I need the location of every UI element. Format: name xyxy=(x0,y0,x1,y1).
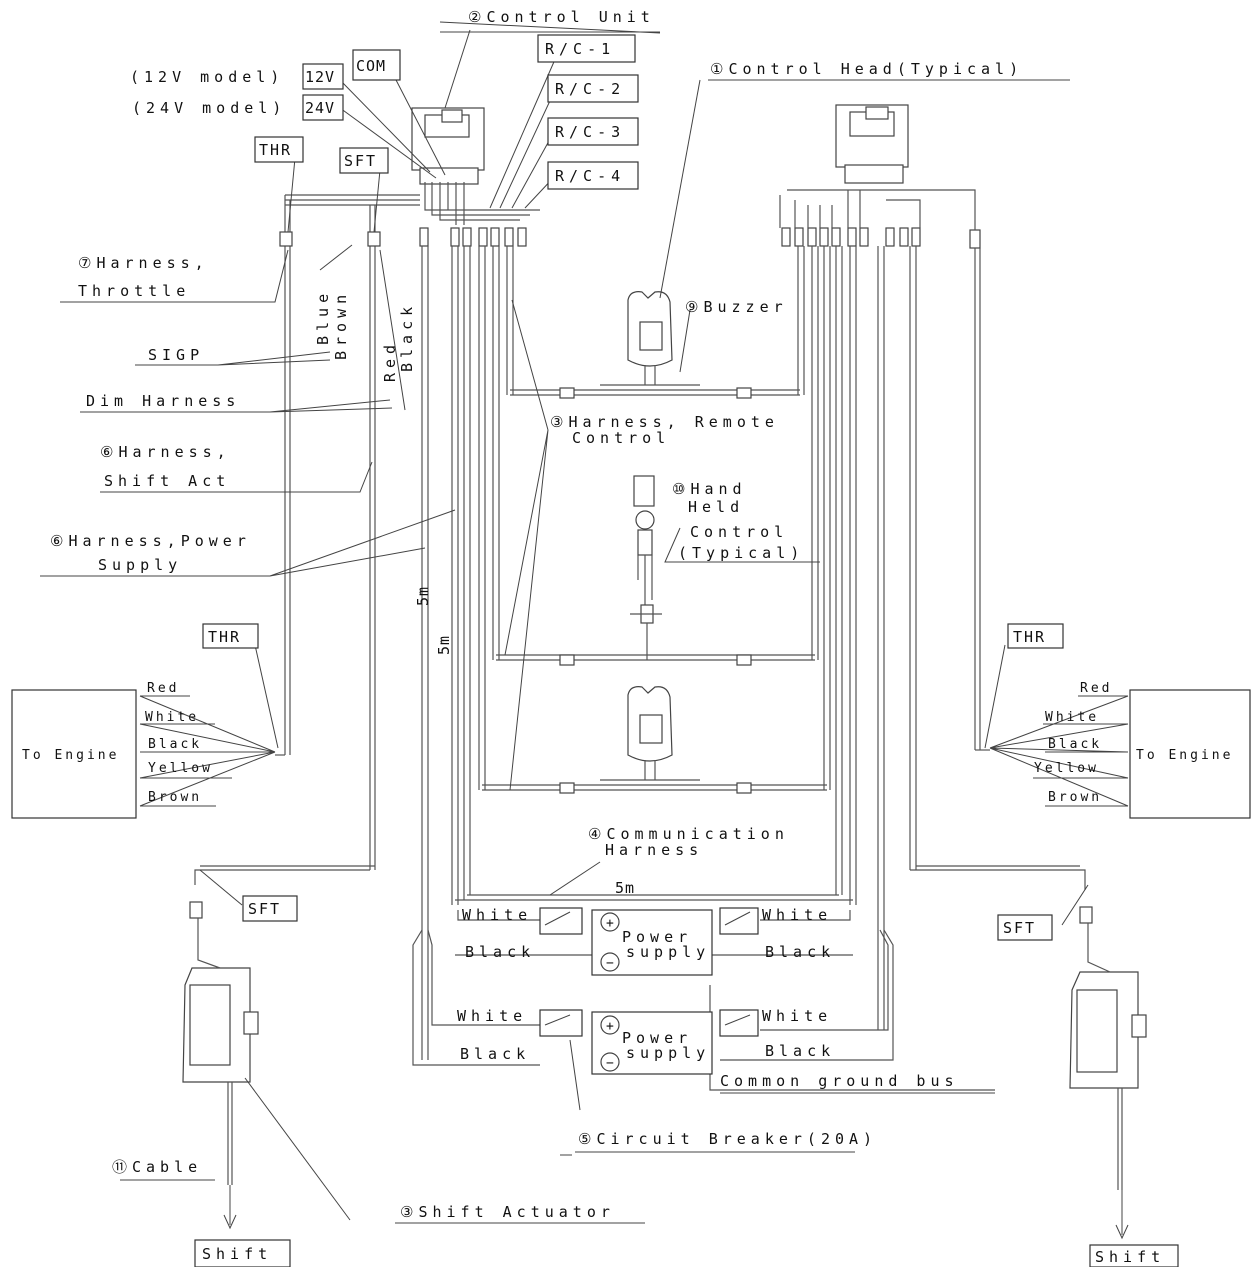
ps2-white-right: White xyxy=(762,1007,832,1025)
wire-yellow-right: Yellow xyxy=(1034,761,1099,776)
hand-held-label-3: Control xyxy=(690,523,788,541)
inline-connectors xyxy=(189,231,1093,924)
control-unit xyxy=(411,21,661,185)
comm-harness-label-1: ④Communication xyxy=(588,825,789,843)
sft-label-left: SFT xyxy=(248,900,281,918)
black-label-v: Black xyxy=(398,302,416,372)
wiring xyxy=(194,182,1086,1091)
rc2-label: R/C-2 xyxy=(555,80,625,98)
length-5m-2: 5m xyxy=(435,635,453,655)
sft-label-right: SFT xyxy=(1003,919,1036,937)
ps1-label-2: supply xyxy=(626,943,710,961)
circuit-breakers xyxy=(539,907,759,1037)
wire-brown-left: Brown xyxy=(148,790,202,805)
control-head-label: ①Control Head(Typical) xyxy=(710,60,1023,78)
circuit-breaker-label: ⑤Circuit Breaker(20A) xyxy=(578,1130,877,1148)
comm-harness-label-2: Harness xyxy=(605,841,703,859)
length-5m-1: 5m xyxy=(414,586,432,606)
harness-throttle-label-2: Throttle xyxy=(78,282,190,300)
wire-yellow-left: Yellow xyxy=(148,761,213,776)
model-12v-label: (12V model) xyxy=(130,68,284,86)
power-supply-2 xyxy=(591,1011,713,1075)
wire-black-right: Black xyxy=(1048,737,1102,752)
ps2-minus: − xyxy=(606,1056,614,1071)
label-underlines xyxy=(120,31,995,1224)
wire-white-right: White xyxy=(1045,710,1099,725)
ps1-minus: − xyxy=(606,956,614,971)
ps2-black-right: Black xyxy=(765,1042,835,1060)
buzzer-label: ⑨Buzzer xyxy=(685,298,788,316)
power-supply-1 xyxy=(591,909,713,976)
engine-box-right xyxy=(1129,689,1251,819)
shift-label-left: Shift xyxy=(202,1245,272,1263)
hand-held-control xyxy=(630,475,662,660)
harness-shift-label-2: Shift Act xyxy=(104,472,230,490)
harness-shift-label-1: ⑥Harness, xyxy=(100,443,231,461)
thr-label-top: THR xyxy=(259,141,292,159)
control-unit-connectors xyxy=(419,227,527,247)
red-label-v: Red xyxy=(381,340,399,382)
harness-throttle-label-1: ⑦Harness, xyxy=(78,254,209,272)
common-ground-label: Common ground bus xyxy=(720,1072,959,1090)
ps1-plus: + xyxy=(606,916,614,931)
harness-remote-label-2: Control xyxy=(572,429,670,447)
val-24v: 24V xyxy=(305,99,335,117)
com-label: COM xyxy=(356,57,386,75)
wire-red-right: Red xyxy=(1080,681,1112,696)
rc4-label: R/C-4 xyxy=(555,167,625,185)
shift-actuator-label: ③Shift Actuator xyxy=(400,1203,615,1221)
hand-held-label-1: ⑩Hand xyxy=(672,480,747,498)
harness-power-label-2: Supply xyxy=(98,556,182,574)
sft-label-top: SFT xyxy=(344,152,377,170)
ps1-label-1: Power xyxy=(622,928,692,946)
cable-label: ⑪Cable xyxy=(112,1158,202,1176)
to-engine-right: To Engine xyxy=(1136,748,1233,763)
wire-black-left: Black xyxy=(148,737,202,752)
control-head-connectors xyxy=(781,227,981,249)
sigp-label: SIGP xyxy=(148,346,204,364)
ps2-black-left: Black xyxy=(460,1045,530,1063)
ps1-black-right: Black xyxy=(765,943,835,961)
thr-label-right: THR xyxy=(1013,628,1046,646)
shift-actuator-right xyxy=(1069,923,1147,1240)
ps2-label-2: supply xyxy=(626,1044,710,1062)
control-head-top xyxy=(708,79,1070,184)
rc3-label: R/C-3 xyxy=(555,123,625,141)
leader-lines xyxy=(40,29,1089,1221)
ps2-plus: + xyxy=(606,1019,614,1034)
remote-control-head-2 xyxy=(600,686,700,781)
remote-control-head-1 xyxy=(600,291,700,386)
engine-wires xyxy=(139,695,1129,807)
ps2-white-left: White xyxy=(457,1007,527,1025)
length-5m-3: 5m xyxy=(615,879,635,897)
label-boxes xyxy=(194,34,1179,1267)
to-engine-left: To Engine xyxy=(22,748,119,763)
rc1-label: R/C-1 xyxy=(545,40,615,58)
wire-brown-right: Brown xyxy=(1048,790,1102,805)
thr-label-left: THR xyxy=(208,628,241,646)
val-12v: 12V xyxy=(305,68,335,86)
ps1-black-left: Black xyxy=(465,943,535,961)
dim-harness-label: Dim Harness xyxy=(86,392,240,410)
wire-red-left: Red xyxy=(147,681,179,696)
model-24v-label: (24V model) xyxy=(132,99,286,117)
hand-held-label-2: Held xyxy=(688,498,744,516)
ps2-label-1: Power xyxy=(622,1029,692,1047)
blue-label: Blue xyxy=(314,289,332,345)
ps1-white-right: White xyxy=(762,906,832,924)
harness-power-label-1: ⑥Harness,Power xyxy=(50,532,251,550)
ps1-white-left: White xyxy=(462,906,532,924)
shift-actuator-left xyxy=(182,918,259,1230)
hand-held-label-4: (Typical) xyxy=(678,544,804,562)
engine-box-left xyxy=(11,689,137,819)
harness-remote-label-1: ③Harness, Remote xyxy=(550,413,779,431)
brown-label: Brown xyxy=(332,290,350,360)
wire-white-left: White xyxy=(145,710,199,725)
shift-label-right: Shift xyxy=(1095,1248,1165,1266)
control-unit-label: ②Control Unit xyxy=(468,8,655,26)
